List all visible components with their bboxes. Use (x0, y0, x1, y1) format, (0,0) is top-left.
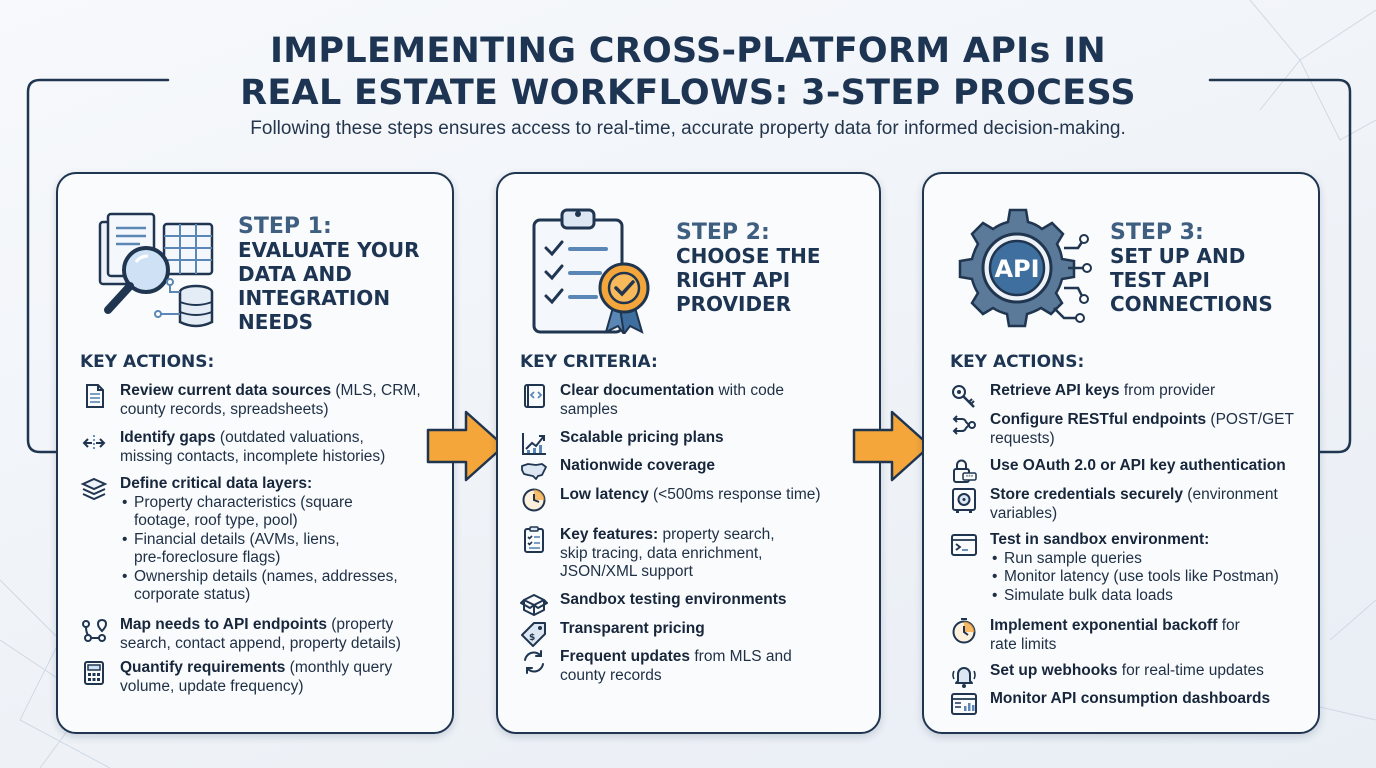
step-2-item-2: Scalable pricing plans (522, 429, 724, 455)
step-1-item-2: Identify gaps (outdated valuations,missi… (82, 429, 385, 466)
bell-icon (952, 667, 976, 688)
arrows-gap-icon (82, 435, 106, 451)
step-3-title: SET UP AND TEST API CONNECTIONS (1110, 244, 1273, 316)
svg-text:$: $ (529, 633, 535, 643)
terminal-icon (951, 534, 977, 556)
clock-icon (522, 488, 546, 512)
step-2-label: STEP 2: (676, 220, 770, 245)
step-3-card: API STEP 3: SET UP AND TEST API CONNECTI… (922, 172, 1320, 734)
step-3-item-1: Retrieve API keys from provider (952, 382, 1215, 408)
step-3-item-8: Monitor API consumption dashboards (951, 690, 1270, 715)
growth-chart-icon (522, 433, 546, 455)
price-tag-icon: $ (521, 622, 546, 647)
endpoint-share-icon (952, 415, 976, 435)
document-search-database-icon (98, 212, 214, 328)
step-3-section-head: KEY ACTIONS: (950, 352, 1085, 372)
page-title-line1: IMPLEMENTING CROSS-PLATFORM APIs IN (269, 31, 1107, 71)
us-map-icon (521, 463, 547, 480)
safe-icon (952, 488, 976, 513)
step-2-item-6: Sandbox testing environments (520, 591, 787, 616)
lock-icon: *** (953, 459, 977, 483)
step-1-label: STEP 1: (238, 214, 332, 239)
document-icon (86, 384, 104, 408)
step-1-item-1: Review current data sources (MLS, CRM,co… (86, 382, 421, 419)
step-2-title: CHOOSE THE RIGHT API PROVIDER (676, 244, 821, 316)
layers-icon (80, 477, 108, 501)
step-1-section-head: KEY ACTIONS: (80, 352, 215, 372)
step-2-item-5: Key features: property search,skip traci… (524, 526, 775, 582)
arrow-step1-to-step2 (426, 410, 506, 482)
page-subtitle: Following these steps ensures access to … (250, 118, 1126, 139)
svg-text:***: *** (966, 475, 974, 481)
page-title-line2: REAL ESTATE WORKFLOWS: 3-STEP PROCESS (240, 73, 1136, 113)
step-3-item-7: Set up webhooks for real-time updates (952, 662, 1264, 688)
calculator-icon (84, 661, 104, 685)
route-map-icon (82, 618, 108, 642)
step-1-card: STEP 1: EVALUATE YOUR DATA AND INTEGRATI… (56, 172, 454, 734)
step-3-label: STEP 3: (1110, 220, 1204, 245)
svg-text:API: API (994, 255, 1039, 283)
step-2-card: STEP 2: CHOOSE THE RIGHT API PROVIDER KE… (496, 172, 881, 734)
step-2-section-head: KEY CRITERIA: (520, 352, 658, 372)
step-3-item-5: Test in sandbox environment: Run sample … (951, 531, 1279, 605)
step-1-title: EVALUATE YOUR DATA AND INTEGRATION NEEDS (238, 238, 420, 334)
checklist-icon (524, 526, 544, 553)
refresh-icon (524, 650, 544, 674)
sandbox-box-icon (520, 594, 548, 616)
timer-icon (952, 618, 976, 644)
key-icon (952, 385, 975, 408)
clipboard-checklist-badge-icon (532, 208, 650, 334)
code-book-icon (524, 384, 545, 408)
step-2-item-4: Low latency (<500ms response time) (522, 486, 821, 512)
step-1-item-3: Define critical data layers: Property ch… (80, 475, 398, 605)
step-2-item-3: Nationwide coverage (521, 457, 715, 480)
arrow-step2-to-step3 (852, 410, 932, 482)
step-3-item-3: *** Use OAuth 2.0 or API key authenticat… (953, 457, 1286, 483)
dashboard-icon (951, 693, 977, 715)
step-2-item-7: $ Transparent pricing (521, 620, 705, 647)
api-gear-circuit-icon: API (958, 208, 1092, 328)
